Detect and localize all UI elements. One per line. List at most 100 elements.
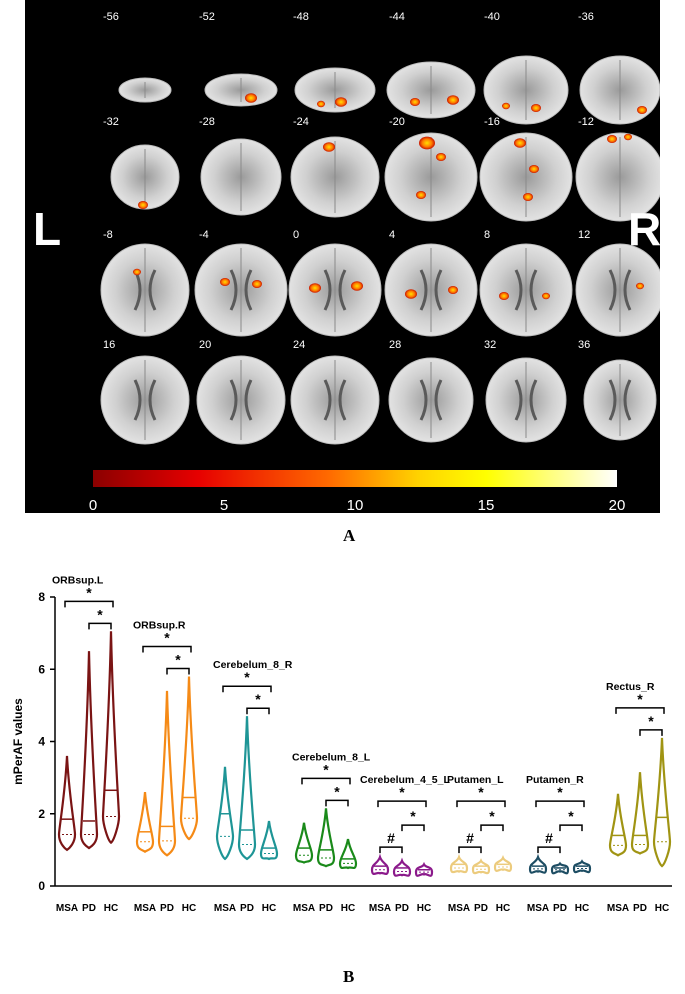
brain-slice: -56 <box>103 11 172 103</box>
activation-cluster <box>317 100 325 108</box>
slice-coordinate-label: 36 <box>578 339 590 351</box>
activation-cluster <box>523 193 533 201</box>
activation-cluster <box>405 289 417 299</box>
significance-marker: * <box>334 783 340 799</box>
group-label: PD <box>474 903 488 914</box>
slice-coordinate-label: 0 <box>293 229 299 241</box>
group-label: PD <box>240 903 254 914</box>
significance-bracket <box>456 800 506 808</box>
activation-cluster <box>607 135 617 143</box>
violin-shape <box>630 772 650 855</box>
group-label: HC <box>262 903 276 914</box>
violin-shape <box>449 853 469 874</box>
activation-cluster <box>436 153 446 161</box>
colorbar-tick-label: 10 <box>347 497 364 513</box>
ventricle <box>419 269 443 311</box>
group-label: HC <box>575 903 589 914</box>
slice-coordinate-label: 32 <box>484 339 496 351</box>
violin-shape <box>652 737 672 868</box>
significance-bracket <box>615 707 665 714</box>
slice-coordinate-label: 4 <box>389 229 395 241</box>
ventricle <box>514 379 538 421</box>
slice-coordinate-label: 12 <box>578 229 590 241</box>
violin-shape <box>550 861 570 875</box>
colorbar <box>93 470 617 487</box>
activation-cluster <box>335 97 347 107</box>
group-label: MSA <box>369 903 391 914</box>
slice-coordinate-label: -48 <box>293 11 309 23</box>
slice-coordinate-label: 8 <box>484 229 490 241</box>
ventricle <box>229 269 253 311</box>
violin-shape <box>157 690 177 857</box>
slice-coordinate-label: -44 <box>389 11 405 23</box>
slice-coordinate-label: 28 <box>389 339 401 351</box>
y-axis-label: mPerAF values <box>11 698 25 785</box>
activation-cluster <box>351 281 363 291</box>
violin-shape <box>414 861 434 877</box>
activation-cluster <box>416 191 426 199</box>
significance-bracket <box>88 622 112 630</box>
brain-slice: -28 <box>199 116 282 216</box>
significance-bracket <box>142 645 192 653</box>
region-title: Cerebelum_8_R <box>213 659 293 671</box>
y-tick-label: 8 <box>38 590 45 604</box>
group-label: MSA <box>527 903 549 914</box>
activation-cluster <box>447 95 459 105</box>
brain-slice-montage: -56-52-48-44-40-36-32-28-24-20-16-12-8-4… <box>33 11 660 513</box>
brain-slice: 32 <box>484 339 567 443</box>
brain-slice: 16 <box>100 339 190 445</box>
brain-slice: -48 <box>293 11 376 113</box>
group-label: HC <box>417 903 431 914</box>
significance-bracket <box>222 685 272 693</box>
brain-outline <box>575 132 660 222</box>
brain-slice: 20 <box>196 339 286 445</box>
group-label: MSA <box>56 903 78 914</box>
significance-bracket <box>480 824 504 832</box>
brain-slice: -12 <box>575 116 660 222</box>
activation-cluster <box>531 104 541 112</box>
brain-slice: -16 <box>479 116 573 222</box>
slice-coordinate-label: 24 <box>293 339 305 351</box>
slice-coordinate-label: -16 <box>484 116 500 128</box>
significance-marker: * <box>399 784 405 800</box>
brain-slice: 4 <box>384 229 478 337</box>
activation-cluster <box>502 102 510 110</box>
violin-shape <box>572 859 592 874</box>
slice-coordinate-label: -36 <box>578 11 594 23</box>
significance-marker: * <box>648 713 654 729</box>
significance-marker: * <box>175 651 181 667</box>
region-title: Rectus_R <box>606 681 655 693</box>
brain-slice: -20 <box>384 116 478 222</box>
significance-marker: * <box>557 784 563 800</box>
significance-marker: * <box>489 808 495 824</box>
violin-shape <box>392 857 412 877</box>
group-label: MSA <box>448 903 470 914</box>
slice-coordinate-label: -20 <box>389 116 405 128</box>
significance-bracket <box>559 824 583 832</box>
left-side-label: L <box>33 203 61 255</box>
brain-slice: -44 <box>386 11 476 119</box>
significance-bracket <box>64 600 114 608</box>
ventricle <box>133 379 157 421</box>
group-label: HC <box>655 903 669 914</box>
brain-slice: 0 <box>288 229 382 337</box>
significance-bracket <box>535 800 585 808</box>
group-label: HC <box>496 903 510 914</box>
violin-shape <box>294 822 314 864</box>
colorbar-tick-label: 15 <box>478 497 495 513</box>
significance-marker: * <box>244 669 250 685</box>
group-label: PD <box>160 903 174 914</box>
slice-coordinate-label: -8 <box>103 229 113 241</box>
ventricle <box>608 379 632 421</box>
slice-coordinate-label: -32 <box>103 116 119 128</box>
brain-slice: 36 <box>578 339 657 441</box>
slice-coordinate-label: -40 <box>484 11 500 23</box>
right-side-label: R <box>628 203 660 255</box>
